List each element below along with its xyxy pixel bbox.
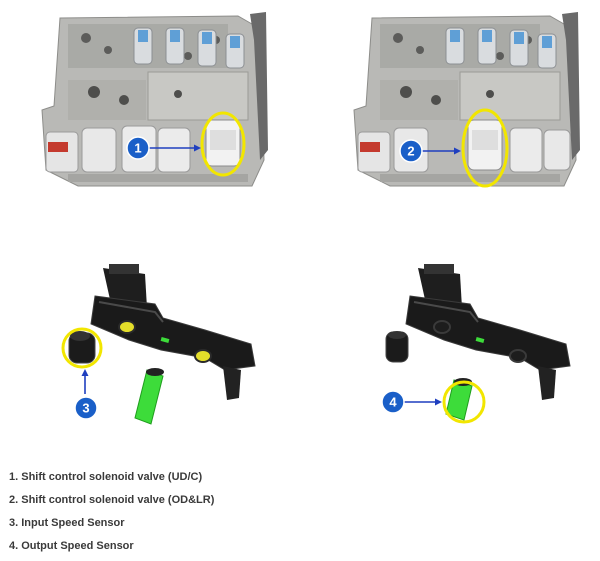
sensor-harness-figure-1: 3 — [55, 258, 270, 428]
valve-body-illustration-1: 1 — [41, 12, 268, 187]
callout-badge-4 — [381, 390, 405, 414]
callout-badge-1 — [126, 136, 150, 160]
sensor-harness-figure-2: 4 — [380, 258, 595, 428]
speed-sensor-harness-illustration-2: 4 — [381, 264, 571, 424]
highlight-ring-4 — [442, 380, 486, 424]
callout-badge-3 — [74, 396, 98, 420]
callout-badge-2 — [399, 139, 423, 163]
callout-label-3: 3 — [82, 401, 89, 416]
highlight-ring-1 — [200, 111, 246, 177]
legend-item-1: 1. Shift control solenoid valve (UD/C) — [9, 471, 203, 483]
legend-item-2: 2. Shift control solenoid valve (OD&LR) — [9, 494, 215, 506]
component-legend: 1. Shift control solenoid valve (UD/C) 2… — [9, 466, 214, 558]
callout-label-2: 2 — [407, 144, 414, 159]
legend-item-3: 3. Input Speed Sensor — [9, 517, 125, 529]
highlight-ring-3 — [61, 327, 103, 369]
speed-sensor-harness-illustration-1: 3 — [61, 264, 256, 425]
callout-label-1: 1 — [134, 141, 141, 156]
valve-body-figure-2: 2 — [350, 10, 594, 195]
valve-body-illustration-2: 2 — [353, 12, 580, 188]
valve-body-figure-1: 1 — [38, 10, 282, 195]
highlight-ring-2 — [461, 108, 509, 188]
legend-item-4: 4. Output Speed Sensor — [9, 540, 134, 552]
callout-label-4: 4 — [389, 395, 397, 410]
